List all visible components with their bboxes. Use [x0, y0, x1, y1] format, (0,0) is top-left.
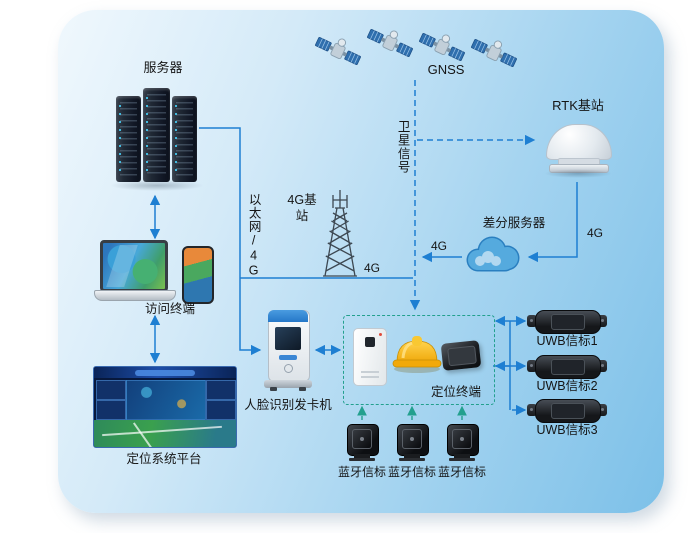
- phone-icon: [182, 246, 214, 304]
- laptop-glare: [106, 245, 138, 287]
- uwb-screw: [530, 364, 533, 367]
- bt-base: [349, 458, 375, 461]
- uwb-beacon-label: UWB信标3: [536, 423, 598, 437]
- 4g-label: 4G: [586, 226, 603, 240]
- bt-foot: [404, 454, 420, 458]
- positioning-terminal-label: 定位终端: [430, 385, 481, 400]
- kiosk-wheel: [270, 387, 277, 391]
- safety-helmet-icon: [392, 336, 442, 373]
- positioning-terminal-box: 定位终端: [343, 315, 495, 405]
- badge-screen: [447, 345, 477, 367]
- kiosk-camera: [284, 364, 293, 373]
- uwb-panel: [551, 403, 585, 419]
- rtk-base: [549, 164, 609, 173]
- uwb-panel: [551, 314, 585, 330]
- uwb-beacon-label: UWB信标1: [536, 334, 598, 348]
- ethernet-4g-label: 以太网/4G: [246, 193, 261, 279]
- bt-frame: [402, 429, 422, 449]
- bt-beacon-label: 蓝牙信标: [437, 465, 486, 479]
- bluetooth-beacon-icon: [445, 424, 479, 464]
- satellite-icon: [314, 30, 362, 72]
- satellite-signal-label: 卫星信号: [395, 120, 410, 174]
- server-label: 服务器: [143, 60, 183, 75]
- 4g-label: 4G: [363, 261, 380, 275]
- cloud-icon: [466, 236, 520, 272]
- tag-detail: [361, 371, 379, 373]
- platform-label: 定位系统平台: [126, 452, 202, 466]
- bt-beacon-label: 蓝牙信标: [337, 465, 386, 479]
- tag-logo: [365, 337, 375, 347]
- diff-server-label: 差分服务器: [482, 216, 546, 230]
- dashboard-center-panel: [126, 380, 206, 420]
- uwb-screw: [601, 364, 604, 367]
- kiosk-top-band: [268, 310, 308, 322]
- rtk-dome: [546, 124, 612, 160]
- satellite-icon: [470, 32, 518, 74]
- uwb-screw: [530, 319, 533, 322]
- 4g-station-label: 4G基站: [287, 193, 317, 223]
- uwb-panel: [551, 359, 585, 375]
- kiosk-wheel: [299, 387, 306, 391]
- server-shadow: [110, 180, 204, 191]
- satellite-icon: [366, 22, 414, 64]
- dashboard-title-bar: [135, 370, 195, 376]
- uwb-screw: [601, 408, 604, 411]
- dashboard-widget: [96, 400, 126, 420]
- rtk-station-label: RTK基站: [552, 98, 604, 113]
- server-rack-icon: [116, 96, 141, 182]
- dashboard-screen: [93, 366, 237, 448]
- dashboard-map: [94, 420, 236, 447]
- kiosk-button: [279, 355, 297, 360]
- rtk-shadow: [544, 169, 612, 178]
- bluetooth-beacon-icon: [395, 424, 429, 464]
- dashboard-widget: [96, 380, 126, 400]
- bt-base: [399, 458, 425, 461]
- badge-device-icon: [440, 340, 482, 371]
- tag-led: [379, 333, 382, 336]
- bt-frame: [352, 429, 372, 449]
- kiosk-screen: [275, 327, 301, 350]
- uwb-screw: [601, 319, 604, 322]
- laptop-base: [94, 290, 176, 301]
- dashboard-widget: [206, 380, 236, 400]
- access-terminal-label: 访问终端: [144, 302, 195, 316]
- kiosk-base: [264, 380, 312, 388]
- uwb-beacon-label: UWB信标2: [536, 379, 598, 393]
- bt-led: [360, 437, 364, 441]
- laptop-icon: [94, 240, 178, 302]
- face-kiosk-label: 人脸识别发卡机: [244, 398, 332, 412]
- face-kiosk-icon: [264, 310, 312, 392]
- uwb-beacon-icon: [527, 309, 607, 334]
- bt-led: [410, 437, 414, 441]
- map-road: [102, 425, 222, 436]
- bt-base: [449, 458, 475, 461]
- bluetooth-beacon-icon: [345, 424, 379, 464]
- cell-tower-icon: [323, 190, 357, 277]
- bt-frame: [452, 429, 472, 449]
- bt-foot: [454, 454, 470, 458]
- uwb-beacon-icon: [527, 398, 607, 423]
- tag-detail: [361, 376, 379, 378]
- server-rack-icon: [172, 96, 197, 182]
- bt-led: [460, 437, 464, 441]
- rtk-dome-icon: [542, 116, 614, 178]
- laptop-screen: [100, 240, 168, 292]
- uwb-screw: [530, 408, 533, 411]
- map-road: [133, 422, 170, 447]
- bt-beacon-label: 蓝牙信标: [387, 465, 436, 479]
- uwb-beacon-icon: [527, 354, 607, 379]
- gnss-label: GNSS: [427, 62, 465, 77]
- server-rack-icon: [143, 88, 170, 182]
- bt-foot: [354, 454, 370, 458]
- 4g-label: 4G: [430, 239, 447, 253]
- positioning-tag-icon: [353, 328, 387, 386]
- dashboard-widget: [206, 400, 236, 420]
